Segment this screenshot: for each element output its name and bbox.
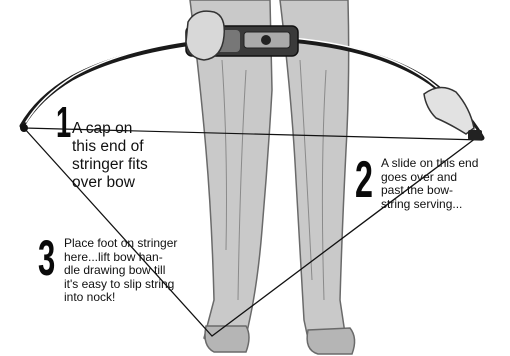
callout-3-number: 3 [38,233,55,283]
bow-left-limb [22,42,200,126]
left-shoe [205,326,249,352]
right-shoe [307,328,354,354]
callout-2-text: A slide on this end goes over and past t… [381,157,510,211]
callout-1-text: A cap on this end of stringer fits over … [72,120,192,192]
stringer-cap [20,124,28,132]
callout-3-text: Place foot on stringer here...lift bow h… [64,237,229,305]
left-hand [186,11,224,60]
callout-1-number: 1 [56,101,71,145]
callout-2-number: 2 [355,154,373,206]
right-hand [424,87,474,134]
stringer-slide [468,130,482,140]
